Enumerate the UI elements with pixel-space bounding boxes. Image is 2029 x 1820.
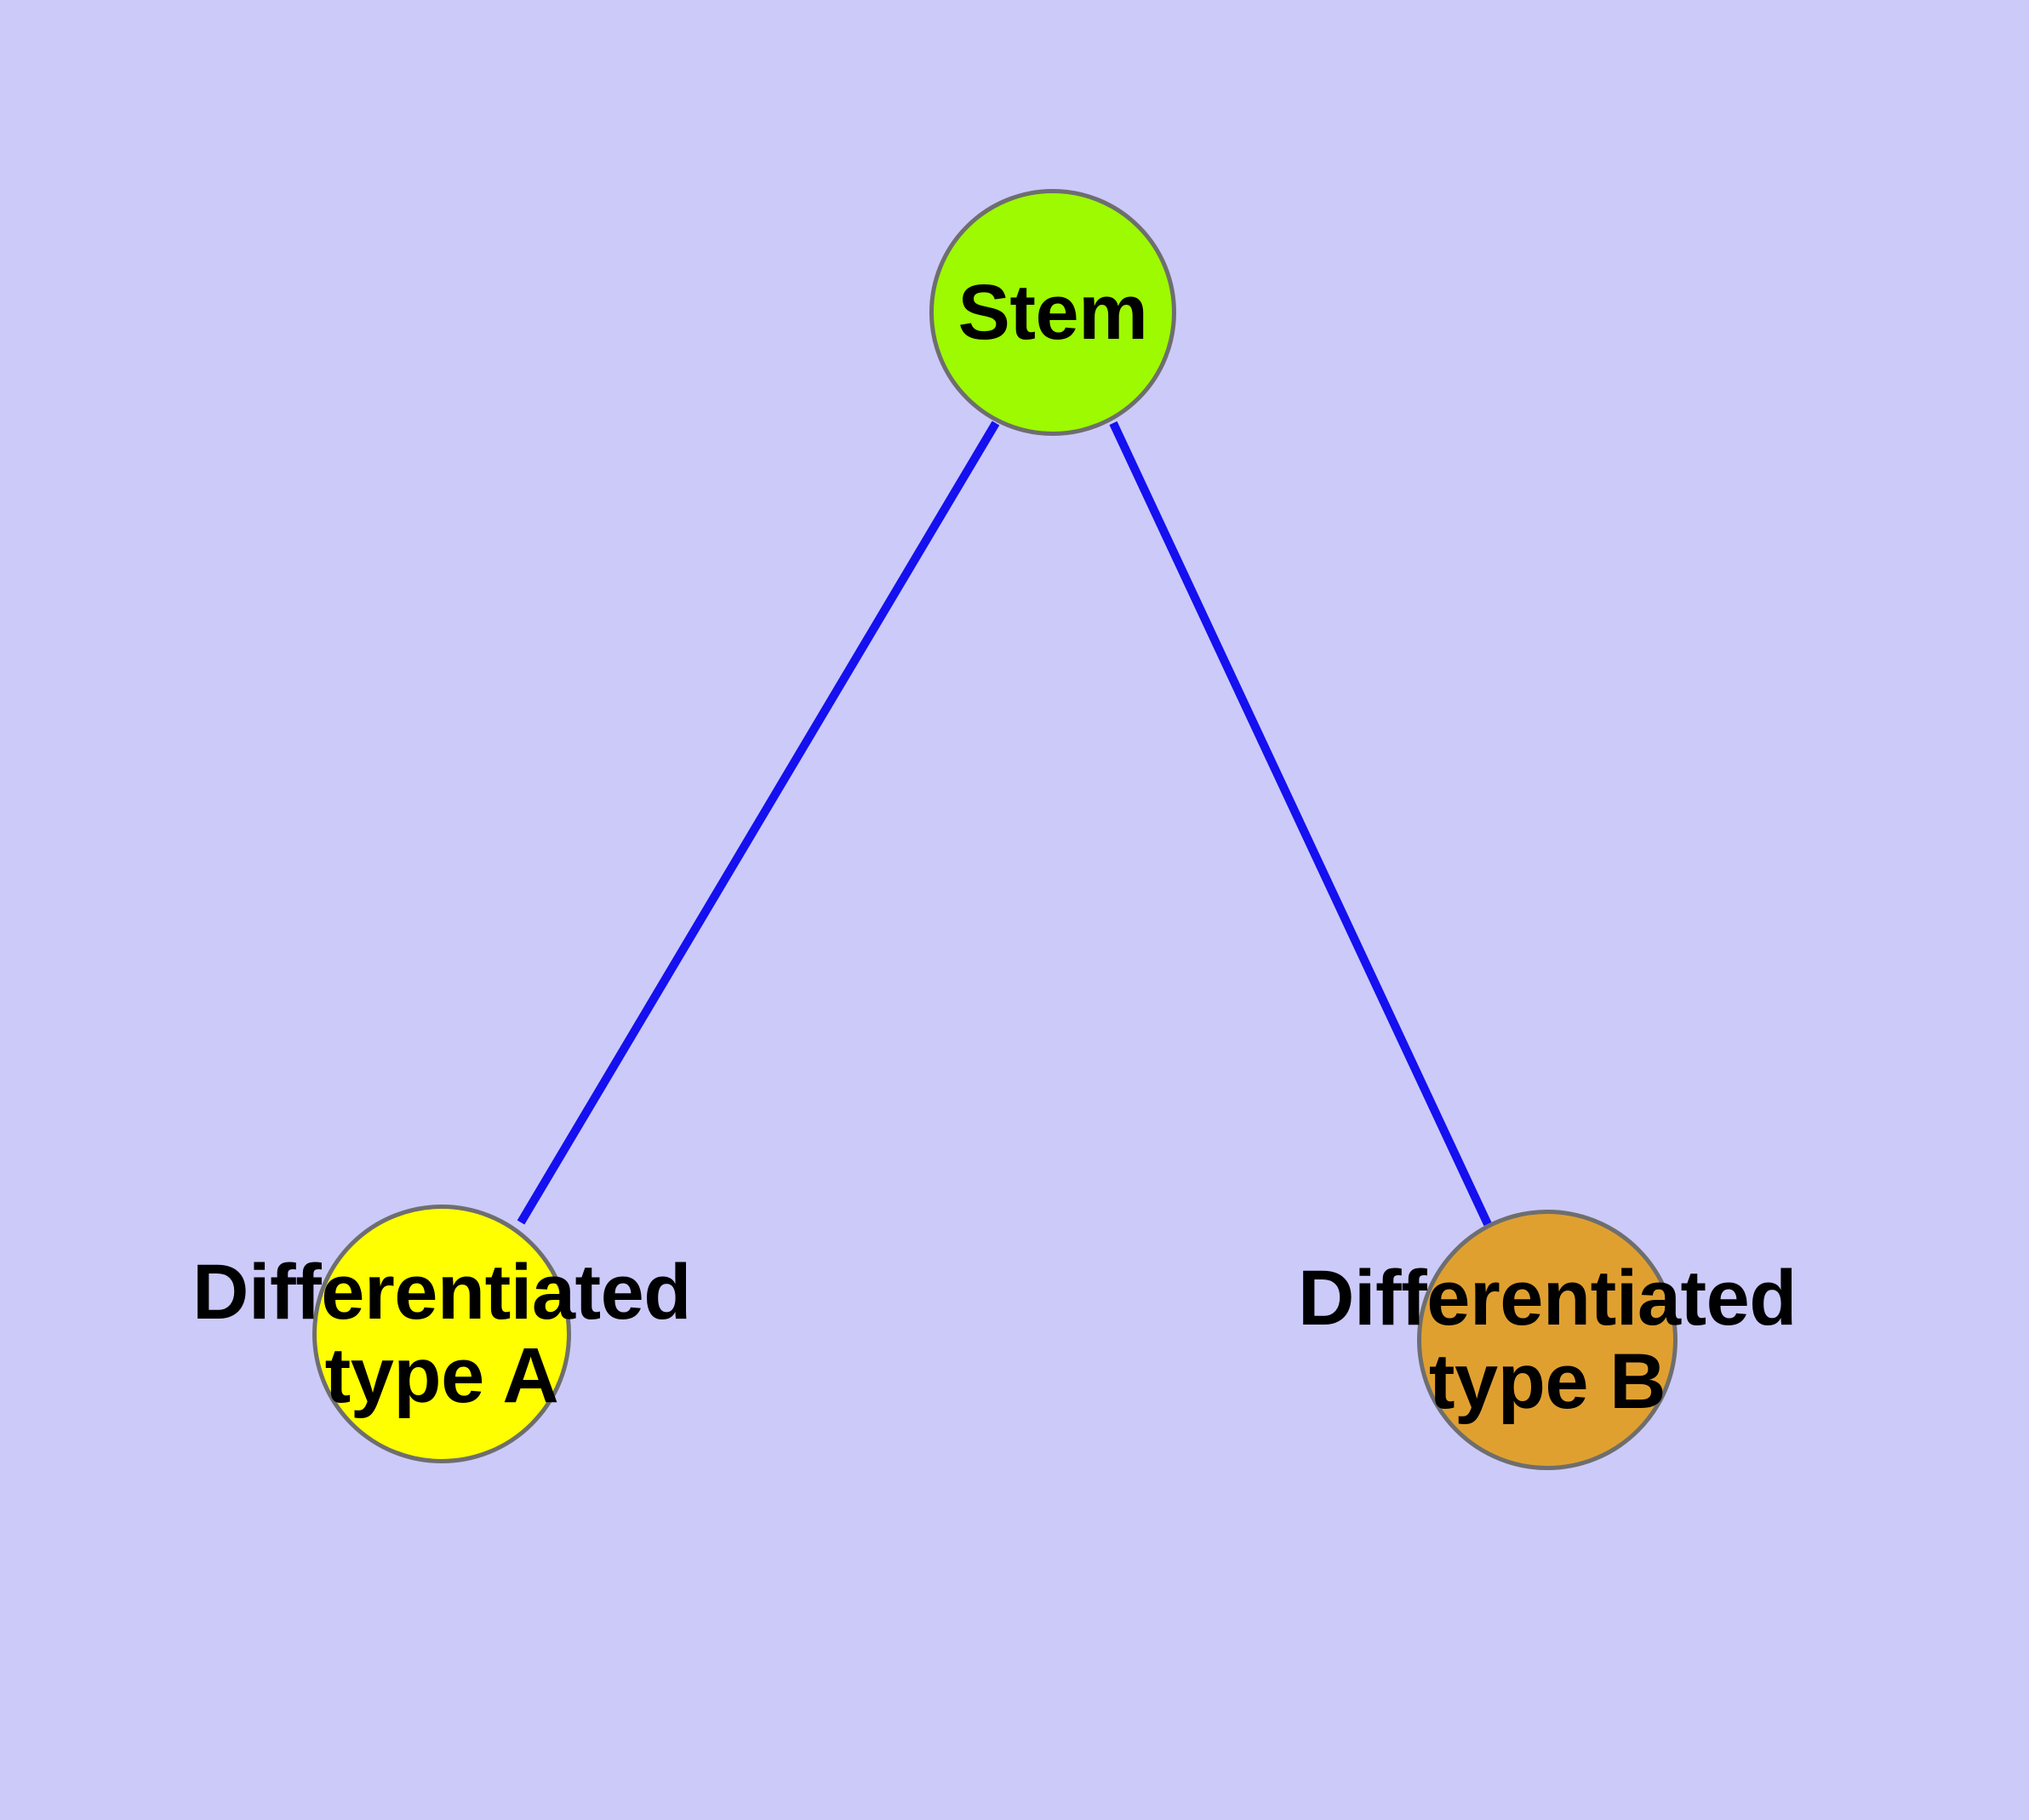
edge-stem-to-differentiated-type-b [1109,421,1492,1227]
node-differentiated-type-a-circle[interactable] [312,1205,571,1463]
edge-stem-to-differentiated-type-a [517,421,1000,1225]
node-stem-circle[interactable] [929,189,1176,436]
node-differentiated-type-b-circle[interactable] [1417,1210,1677,1470]
